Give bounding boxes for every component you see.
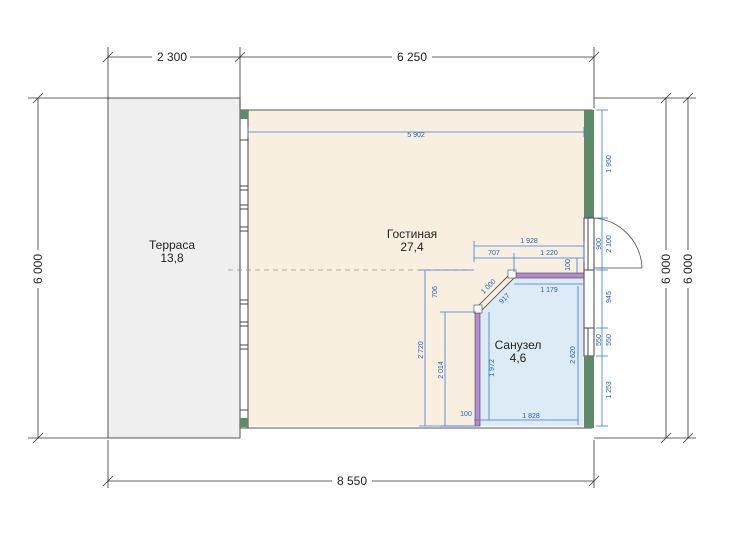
dim-right-900: 900	[596, 238, 603, 250]
dim-bath-2720: 2 720	[418, 341, 425, 359]
dim-bath-1972: 1 972	[489, 359, 496, 377]
dim-right-550b: 550	[606, 334, 613, 346]
dim-bath-100a: 100	[565, 259, 572, 271]
dim-right-1253: 1 253	[606, 381, 613, 399]
bathroom-area-value: 4,6	[510, 351, 527, 365]
dim-top-right: 6 250	[397, 50, 427, 64]
dim-bath-2620: 2 620	[570, 346, 577, 364]
right-wall	[583, 110, 595, 428]
living-room-name: Гостиная	[387, 227, 437, 241]
dim-bath-1928: 1 928	[520, 238, 538, 245]
bathroom-area	[480, 278, 583, 426]
dim-bath-1220: 1 220	[540, 250, 558, 257]
bathroom-partitions	[473, 269, 585, 427]
dim-right-inner: 6 000	[659, 254, 673, 284]
dim-left: 6 000	[31, 254, 45, 284]
dim-bottom: 8 550	[337, 474, 367, 488]
dim-right-1950: 1 950	[606, 155, 613, 173]
dim-bath-706: 706	[432, 286, 439, 298]
dim-bath-1179: 1 179	[540, 287, 558, 294]
dim-bath-2014: 2 014	[438, 361, 445, 379]
dim-top-left: 2 300	[157, 50, 187, 64]
dim-bath-1828: 1 828	[522, 413, 540, 420]
bathroom-name: Санузел	[495, 338, 542, 352]
dim-right-550a: 550	[596, 334, 603, 346]
left-wall	[239, 109, 249, 429]
terrace-area-value: 13,8	[160, 251, 184, 265]
living-room-area-value: 27,4	[400, 240, 424, 254]
dim-living-width: 5 902	[407, 132, 425, 139]
dim-right-outer: 6 000	[681, 254, 695, 284]
dim-bath-707: 707	[488, 250, 500, 257]
dim-bath-100b: 100	[460, 411, 472, 418]
inner-dimensions	[247, 109, 608, 427]
dim-right-2100: 2 100	[606, 235, 613, 253]
terrace-area	[107, 97, 241, 439]
terrace-name: Терраса	[149, 238, 195, 252]
dim-right-945: 945	[606, 291, 613, 303]
